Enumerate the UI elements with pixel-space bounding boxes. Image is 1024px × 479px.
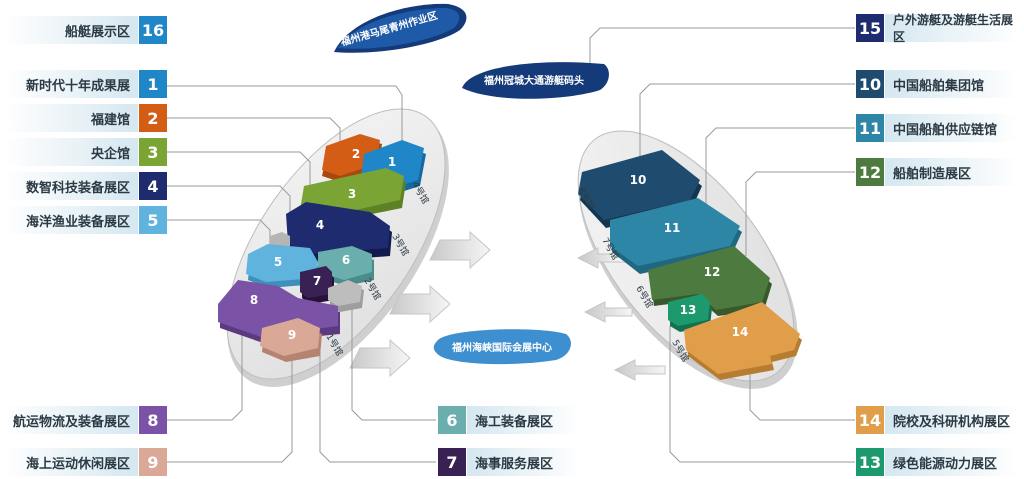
legend-item-5-label: 海洋渔业装备展区: [4, 206, 138, 234]
zone-6-num: 6: [342, 253, 350, 267]
banner-middle: 福州冠城大通游艇码头: [462, 62, 609, 99]
zone-1-num: 1: [388, 155, 396, 169]
legend-item-16-badge: 16: [139, 16, 167, 44]
legend-item-13-label: 绿色能源动力展区: [885, 448, 1020, 476]
zone-4-num: 4: [316, 218, 324, 232]
legend-item-2-label: 福建馆: [4, 104, 138, 132]
legend-item-6-badge: 6: [438, 406, 466, 434]
legend-item-8-badge: 8: [139, 406, 167, 434]
zone-grey-b: [328, 280, 364, 312]
legend-item-3-badge: 3: [139, 138, 167, 166]
legend-item-12-label: 船舶制造展区: [885, 158, 1020, 186]
legend-item-9-badge: 9: [139, 448, 167, 476]
legend-item-2-badge: 2: [139, 104, 167, 132]
legend-item-10-badge: 10: [856, 70, 884, 98]
legend-item-4-label: 数智科技装备展区: [4, 172, 138, 200]
zone-8-num: 8: [250, 293, 258, 307]
legend-item-11-badge: 11: [856, 114, 884, 142]
entrance-arrows: [349, 230, 666, 381]
legend-item-16-label: 船艇展示区: [4, 16, 138, 44]
legend-item-7-label: 海事服务展区: [467, 448, 580, 476]
zone-4[interactable]: [286, 202, 392, 262]
legend-item-3-label: 央企馆: [4, 138, 138, 166]
legend-item-10-label: 中国船舶集团馆: [885, 70, 1020, 98]
zone-14[interactable]: [684, 302, 802, 380]
zone-12-num: 12: [704, 265, 721, 279]
legend-item-14-badge: 14: [856, 406, 884, 434]
legend-item-5-badge: 5: [139, 206, 167, 234]
zone-2-num: 2: [352, 147, 360, 161]
zone-7-num: 7: [313, 274, 321, 288]
legend-item-14-label: 院校及科研机构展区: [885, 406, 1020, 434]
legend-item-4-badge: 4: [139, 172, 167, 200]
zone-9-num: 9: [288, 328, 296, 342]
banner-top: 福州港马尾青州作业区: [334, 3, 467, 53]
legend-item-12-badge: 12: [856, 158, 884, 186]
legend-item-15-label: 户外游艇及游艇生活展区: [885, 13, 1020, 44]
legend-item-8-label: 航运物流及装备展区: [4, 406, 138, 434]
svg-text:福州海峡国际会展中心: 福州海峡国际会展中心: [451, 341, 552, 354]
banner-center: 福州海峡国际会展中心: [433, 329, 571, 365]
legend-item-1-label: 新时代十年成果展: [4, 70, 138, 98]
zone-13-num: 13: [680, 303, 697, 317]
zone-7[interactable]: [300, 266, 334, 304]
svg-text:福州冠城大通游艇码头: 福州冠城大通游艇码头: [483, 74, 584, 87]
legend-item-7-badge: 7: [438, 448, 466, 476]
zone-11-num: 11: [664, 221, 681, 235]
legend-item-15-badge: 15: [856, 14, 884, 42]
legend-item-9-label: 海上运动休闲展区: [4, 448, 138, 476]
zone-5-num: 5: [274, 255, 282, 269]
zone-14-num: 14: [732, 325, 749, 339]
zone-10[interactable]: [578, 150, 702, 228]
legend-item-1-badge: 1: [139, 70, 167, 98]
leader-lines: [167, 27, 855, 463]
zone-9[interactable]: [260, 318, 322, 362]
legend-item-13-badge: 13: [856, 448, 884, 476]
zone-3-num: 3: [348, 187, 356, 201]
legend-item-11-label: 中国船舶供应链馆: [885, 114, 1020, 142]
zone-10-num: 10: [630, 173, 647, 187]
legend-item-6-label: 海工装备展区: [467, 406, 580, 434]
